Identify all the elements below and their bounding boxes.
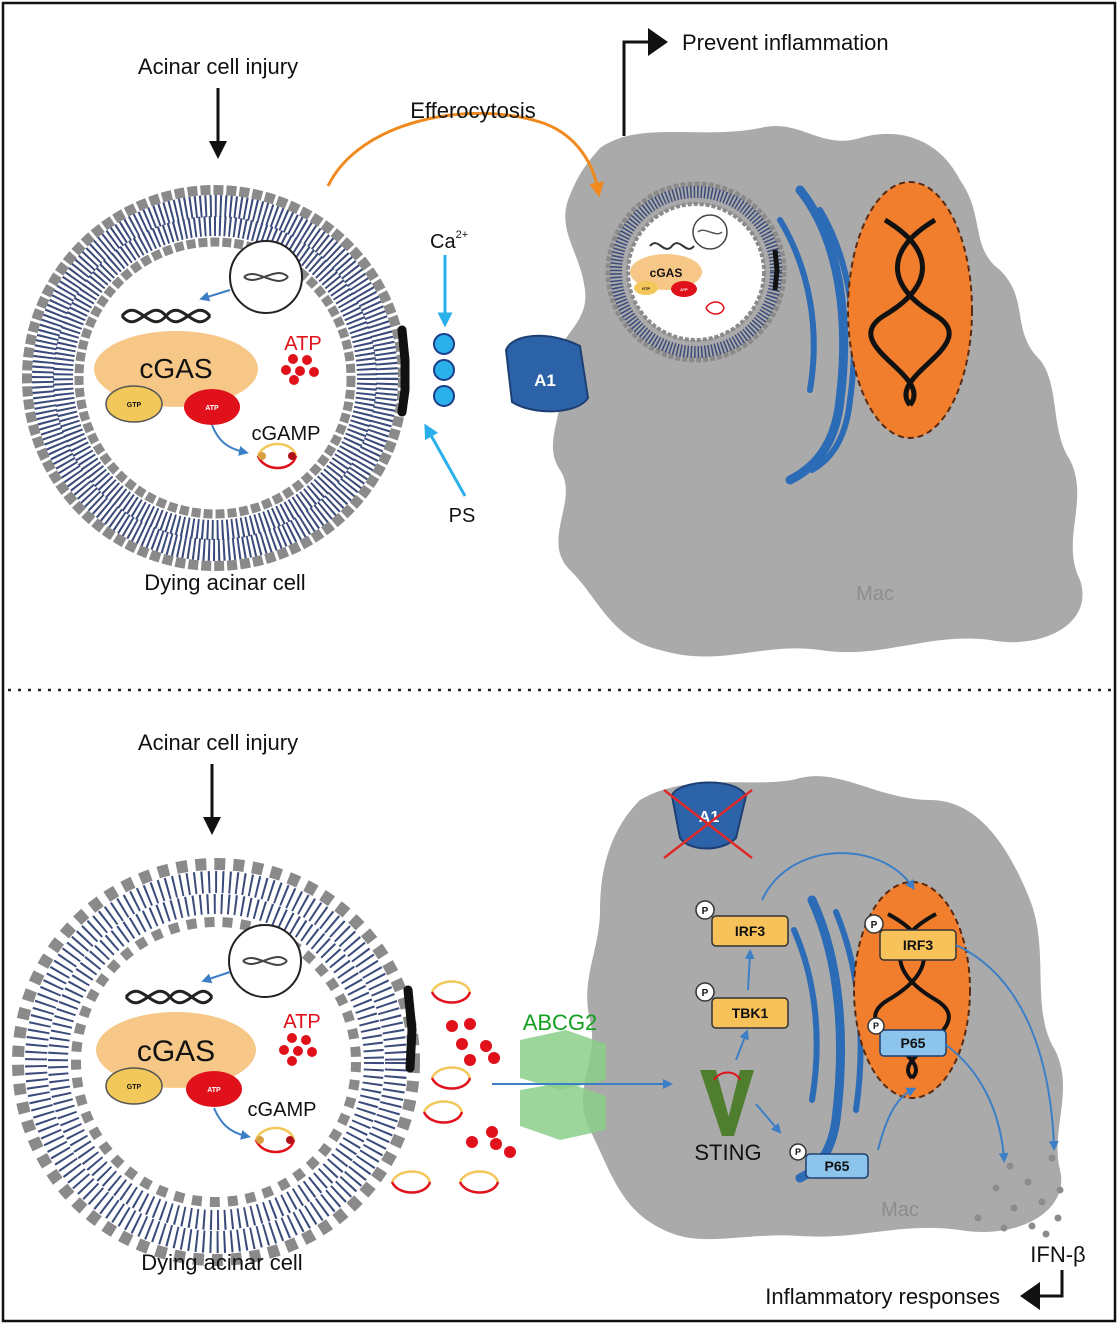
bottom-ifn-label: IFN-β <box>1030 1242 1085 1267</box>
bottom-mac-label: Mac <box>881 1199 919 1221</box>
top-prevent-arrow <box>622 40 650 136</box>
bottom-cgamp-label: cGAMP <box>248 1099 317 1121</box>
bottom-nuclear-p65-box: P65 P <box>867 1017 947 1057</box>
top-engulfed-atp-label: ATP <box>680 287 688 292</box>
top-cgamp-label: cGAMP <box>252 423 321 445</box>
top-ps-arrow <box>424 423 467 497</box>
top-prevent-label: Prevent inflammation <box>682 30 889 55</box>
top-efferocytosis-label: Efferocytosis <box>410 98 536 123</box>
top-a1-label: A1 <box>534 371 556 390</box>
top-nucleus <box>847 181 973 439</box>
top-macrophage <box>552 126 1083 657</box>
top-cell-label: Dying acinar cell <box>144 570 305 595</box>
top-mac-label: Mac <box>856 583 894 605</box>
bottom-p65-box: P65 P <box>789 1143 869 1179</box>
top-ps-label: PS <box>449 505 476 527</box>
bottom-atp-blob <box>186 1071 242 1107</box>
bottom-nuclear-irf3-box: IRF3 P <box>864 914 957 961</box>
top-gtp-label: GTP <box>127 402 142 409</box>
bottom-p65-label: P65 <box>825 1158 850 1174</box>
bottom-nuclear-p65-label: P65 <box>901 1035 926 1051</box>
bottom-gtp-label: GTP <box>127 1084 142 1091</box>
bottom-atp-label: ATP <box>283 1011 320 1033</box>
top-engulfed-gtp-label: GTP <box>642 286 651 291</box>
bottom-irf3-label: IRF3 <box>735 923 766 939</box>
bottom-atp-dots <box>279 1033 317 1066</box>
bottom-atp-inner-label: ATP <box>207 1087 221 1094</box>
top-dying-cell: cGAS GTP ATP cGAMP ATP <box>22 185 410 571</box>
bottom-abcg2 <box>520 1030 606 1140</box>
top-er <box>785 185 849 485</box>
bottom-cell-label: Dying acinar cell <box>141 1250 302 1275</box>
top-gtp <box>105 385 163 423</box>
top-cgamp-molecule <box>256 442 298 470</box>
bottom-macrophage <box>582 776 1064 1240</box>
bottom-nuclear-irf3-phospho: P <box>871 920 878 931</box>
top-cgas-label: cGAS <box>139 353 212 384</box>
bottom-inflammatory-label: Inflammatory responses <box>765 1284 1000 1309</box>
bottom-cgamp-molecule <box>254 1126 296 1154</box>
top-atp-dots <box>281 354 319 385</box>
bottom-ifn-dots <box>974 1154 1064 1238</box>
top-atp-inner-label: ATP <box>205 405 219 412</box>
top-panel: A1 Mac cGAS GTP <box>22 28 1083 657</box>
top-nucleus-dna <box>868 217 925 407</box>
top-engulfed-cgas-label: cGAS <box>650 266 683 280</box>
bottom-tbk1-box: TBK1 P <box>695 982 789 1029</box>
top-injury-label: Acinar cell injury <box>138 54 298 79</box>
bottom-dying-cell: cGAS GTP ATP cGAMP ATP <box>12 858 420 1266</box>
bottom-nucleus <box>853 881 971 1099</box>
bottom-cgas-label: cGAS <box>137 1035 215 1068</box>
bottom-tbk1-phospho: P <box>702 988 709 999</box>
bottom-released-atp <box>446 1018 516 1158</box>
top-atp-blob <box>184 389 240 425</box>
top-ca-label: Ca2+ <box>430 229 468 253</box>
bottom-irf3-phospho: P <box>702 906 709 917</box>
bottom-injury-label: Acinar cell injury <box>138 730 298 755</box>
top-ps-exposure <box>397 325 410 417</box>
bottom-inflammatory-arrow <box>1036 1270 1064 1298</box>
top-atp-label: ATP <box>284 333 321 355</box>
bottom-p65-phospho: P <box>795 1147 801 1157</box>
bottom-tbk1-label: TBK1 <box>732 1005 769 1021</box>
bottom-gtp <box>105 1067 163 1105</box>
top-ca-ions <box>433 333 455 407</box>
bottom-sting <box>700 1070 734 1136</box>
top-a1-receptor <box>504 334 590 413</box>
top-engulfed-cell: cGAS GTP ATP <box>605 181 787 363</box>
top-efferocytosis-arrow <box>326 111 604 198</box>
bottom-abcg2-label: ABCG2 <box>523 1010 598 1035</box>
bottom-a1-receptor <box>670 781 748 850</box>
bottom-released-cgamp <box>390 980 500 1194</box>
bottom-sting-label: STING <box>694 1140 761 1165</box>
bottom-irf3-box: IRF3 P <box>695 900 789 947</box>
bottom-panel: A1 IRF3 P TBK1 P IRF3 P <box>12 730 1086 1310</box>
bottom-nuclear-irf3-label: IRF3 <box>903 937 934 953</box>
bottom-ps-exposure <box>403 985 417 1073</box>
bottom-nuclear-p65-phospho: P <box>873 1021 879 1031</box>
